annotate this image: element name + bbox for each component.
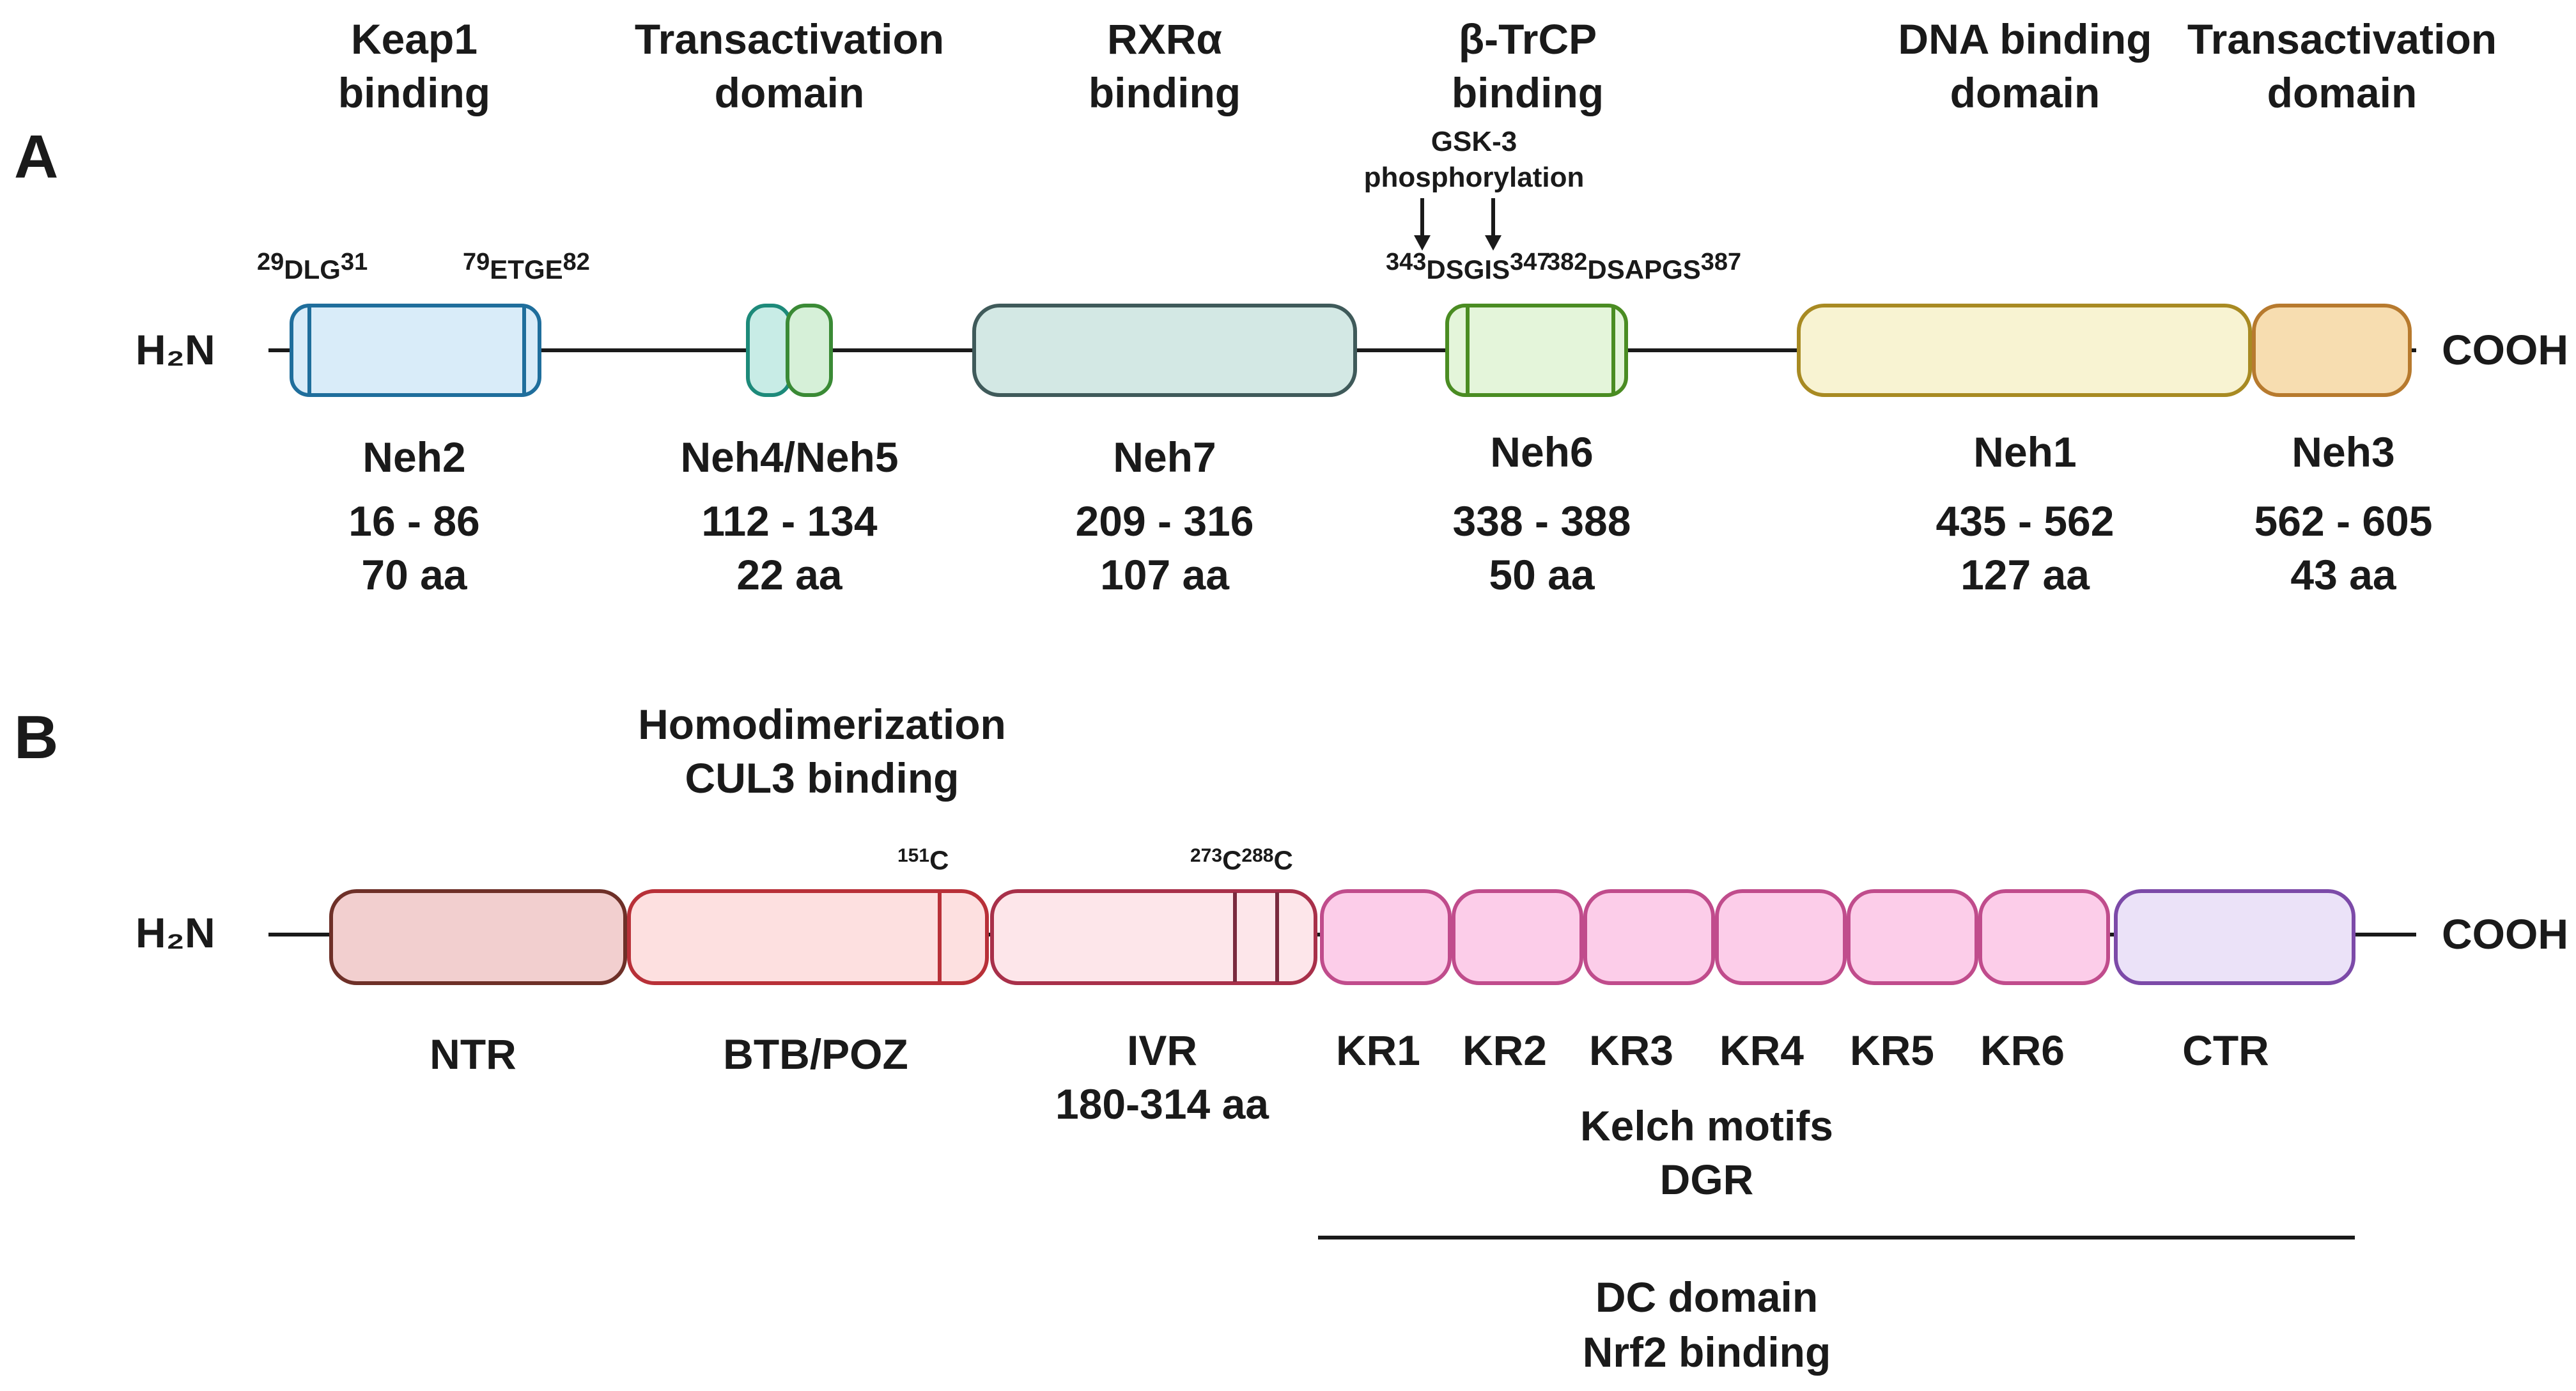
- motif-dlg: 29DLG31: [257, 249, 368, 284]
- domain-kr5: [1847, 889, 1978, 985]
- rxra-binding-line2: binding: [1089, 69, 1241, 116]
- ctr-name: CTR: [2182, 1027, 2269, 1074]
- neh7-name: Neh7: [1113, 433, 1216, 481]
- domain-kr2: [1452, 889, 1583, 985]
- neh6-range: 338 - 388: [1453, 497, 1631, 545]
- domain-neh3: [2252, 304, 2412, 397]
- domain-ctr: [2114, 889, 2355, 985]
- neh1-name: Neh1: [1973, 428, 2076, 476]
- panel-a-label: A: [14, 123, 58, 191]
- domain-kr3: [1583, 889, 1715, 985]
- motif-dsapgs: 382DSAPGS387: [1547, 249, 1741, 284]
- btrcp-binding-line2: binding: [1452, 69, 1604, 116]
- kelch-line2: DGR: [1660, 1156, 1754, 1203]
- motif-etge: 79ETGE82: [463, 249, 590, 284]
- ntr-name: NTR: [430, 1030, 516, 1078]
- domain-kr1: [1320, 889, 1452, 985]
- panel-b-n-terminus: H₂N: [136, 909, 215, 956]
- domain-neh4-neh5: [746, 304, 833, 397]
- cys273-288-label: 273C288C: [1190, 845, 1293, 875]
- neh1-range: 435 - 562: [1936, 497, 2114, 545]
- neh3-name: Neh3: [2292, 428, 2394, 476]
- kr4-name: KR4: [1719, 1027, 1804, 1074]
- panel-a-n-terminus: H₂N: [136, 326, 215, 373]
- keap1-binding-line1: Keap1: [351, 15, 477, 63]
- domain-ntr: [329, 889, 627, 985]
- neh4-neh5-range: 112 - 134: [701, 497, 878, 545]
- neh1-length: 127 aa: [1960, 551, 2090, 598]
- domain-btb-poz: [627, 889, 989, 985]
- btrcp-binding-line1: β-TrCP: [1459, 15, 1597, 63]
- neh6-name: Neh6: [1490, 428, 1593, 476]
- neh7-range: 209 - 316: [1076, 497, 1254, 545]
- neh6-length: 50 aa: [1489, 551, 1595, 598]
- ivr-range: 180-314 aa: [1055, 1080, 1269, 1128]
- dc-line2: Nrf2 binding: [1583, 1328, 1831, 1376]
- neh2-labels: Neh2 16 - 86 70 aa: [348, 433, 479, 598]
- gsk3-arrow-2: [1485, 198, 1501, 251]
- neh3-length: 43 aa: [2290, 551, 2396, 598]
- gsk3-arrow-1: [1414, 198, 1431, 251]
- neh4-neh5-name: Neh4/Neh5: [680, 433, 898, 481]
- kr6-name: KR6: [1980, 1027, 2065, 1074]
- btb-function-line1: Homodimerization: [638, 701, 1006, 748]
- rxra-binding-line1: RXRα: [1107, 15, 1222, 63]
- dna-binding-line2: domain: [1950, 69, 2100, 116]
- cys151-label: 151C: [897, 845, 949, 875]
- kr2-name: KR2: [1463, 1027, 1547, 1074]
- neh1-labels: Neh1 435 - 562 127 aa: [1936, 428, 2114, 598]
- btb-poz-name: BTB/POZ: [723, 1030, 908, 1078]
- gsk3-line2: phosphorylation: [1364, 162, 1585, 193]
- kr5-name: KR5: [1850, 1027, 1934, 1074]
- neh3-range: 562 - 605: [2254, 497, 2433, 545]
- motif-dsgis: 343DSGIS347: [1386, 249, 1551, 284]
- panel-b-label: B: [14, 703, 58, 772]
- keap1-binding-line2: binding: [338, 69, 490, 116]
- transactivation-2-line2: domain: [2267, 69, 2417, 116]
- neh2-length: 70 aa: [361, 551, 467, 598]
- transactivation-1-line1: Transactivation: [635, 15, 944, 63]
- domain-neh1: [1797, 304, 2252, 397]
- neh4-neh5-length: 22 aa: [736, 551, 842, 598]
- neh6-labels: Neh6 338 - 388 50 aa: [1453, 428, 1631, 598]
- neh3-labels: Neh3 562 - 605 43 aa: [2254, 428, 2433, 598]
- gsk3-line1: GSK-3: [1431, 126, 1517, 157]
- kr3-name: KR3: [1589, 1027, 1673, 1074]
- dna-binding-line1: DNA binding: [1898, 15, 2152, 63]
- neh4-neh5-labels: Neh4/Neh5 112 - 134 22 aa: [680, 433, 898, 598]
- neh7-labels: Neh7 209 - 316 107 aa: [1076, 433, 1254, 598]
- panel-b-c-terminus: COOH: [2442, 910, 2568, 958]
- dc-line1: DC domain: [1595, 1273, 1818, 1321]
- domain-neh6: [1445, 304, 1628, 397]
- domain-kr6: [1978, 889, 2110, 985]
- kr1-name: KR1: [1336, 1027, 1420, 1074]
- kelch-line1: Kelch motifs: [1580, 1102, 1833, 1149]
- domain-kr4: [1715, 889, 1847, 985]
- domain-ivr: [990, 889, 1317, 985]
- btb-function-line2: CUL3 binding: [685, 754, 959, 802]
- transactivation-1-line2: domain: [715, 69, 865, 116]
- neh2-range: 16 - 86: [348, 497, 479, 545]
- ivr-name: IVR: [1127, 1027, 1197, 1074]
- domain-neh2: [290, 304, 541, 397]
- domain-neh7: [972, 304, 1357, 397]
- panel-a-c-terminus: COOH: [2442, 326, 2568, 373]
- neh2-name: Neh2: [362, 433, 465, 481]
- transactivation-2-line1: Transactivation: [2187, 15, 2497, 63]
- neh7-length: 107 aa: [1100, 551, 1230, 598]
